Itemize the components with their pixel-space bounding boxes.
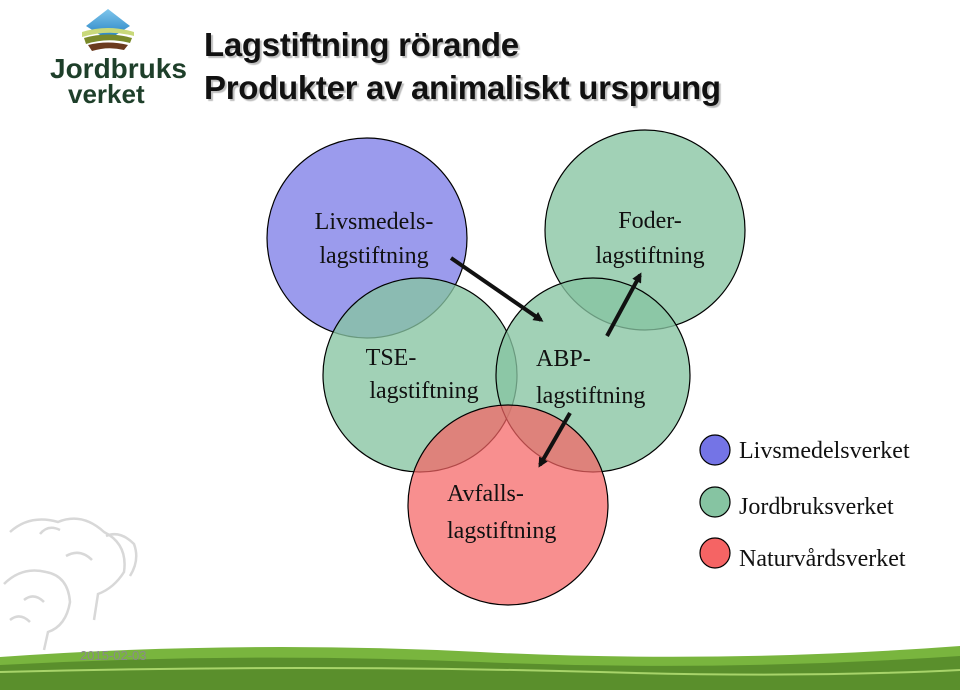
animal-sketch-decoration xyxy=(3,517,138,651)
legend-swatch-naturvardsverket xyxy=(699,537,731,569)
tse-label-line2: lagstiftning xyxy=(369,378,478,404)
legend-label-naturvardsverket: Naturvårdsverket xyxy=(739,546,906,572)
livsmedel-label-line2: lagstiftning xyxy=(319,243,428,269)
jordbruksverket-logo: Jordbruks verket xyxy=(50,9,187,109)
slide-title-line1: Lagstiftning rörande xyxy=(204,26,519,63)
slide-date: 2015-02-03 xyxy=(80,648,147,663)
venn-diagram xyxy=(266,129,746,606)
logo-name-line2: verket xyxy=(68,79,145,109)
legend-swatch-jordbruksverket xyxy=(699,486,731,518)
circle-avfall xyxy=(407,404,609,606)
slide-title-line2: Produkter av animaliskt ursprung xyxy=(204,69,721,106)
avfall-label-line1: Avfalls- xyxy=(447,481,524,507)
logo-emblem-icon xyxy=(82,9,134,51)
foder-label-line1: Foder- xyxy=(618,208,682,234)
livsmedel-label-line1: Livsmedels- xyxy=(315,209,434,235)
arrow-abp-to-foder xyxy=(605,272,642,337)
tse-label-line1: TSE- xyxy=(366,345,417,371)
arrow-livsmedel-to-abp xyxy=(449,256,544,322)
abp-label-line1: ABP- xyxy=(536,346,591,372)
legend-label-livsmedelsverket: Livsmedelsverket xyxy=(739,438,910,464)
avfall-label-line2: lagstiftning xyxy=(447,518,556,544)
legend-swatch-livsmedelsverket xyxy=(699,434,731,466)
legend-label-jordbruksverket: Jordbruksverket xyxy=(739,494,894,520)
logo-name-line1: Jordbruks xyxy=(50,53,187,84)
legend: Livsmedelsverket Jordbruksverket Naturvå… xyxy=(699,434,910,572)
abp-label-line2: lagstiftning xyxy=(536,383,645,409)
foder-label-line2: lagstiftning xyxy=(595,243,704,269)
arrow-abp-to-avfall xyxy=(538,412,572,468)
footer-green-band xyxy=(0,646,960,690)
